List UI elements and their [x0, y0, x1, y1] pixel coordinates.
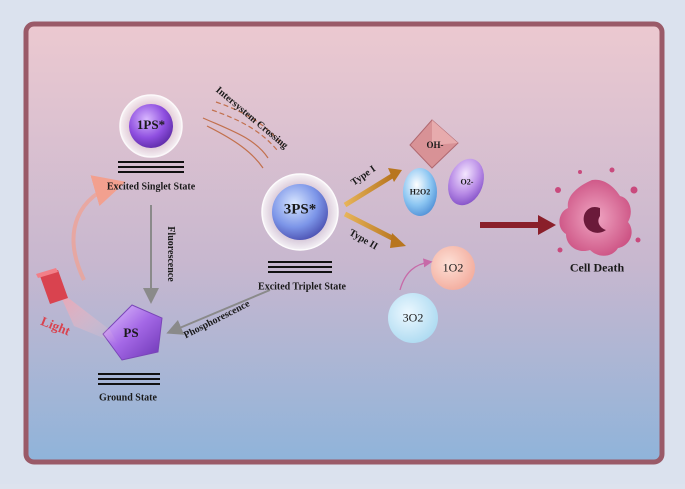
- type1-arrowhead: [388, 168, 402, 182]
- triplet-particle-label: 3PS*: [283, 201, 317, 218]
- oxygen-conversion-arrow: [399, 258, 433, 291]
- phosphorescence-arrow: [166, 289, 271, 335]
- singlet-state-label: Excited Singlet State: [106, 181, 196, 193]
- cell-death-label: Cell Death: [569, 260, 625, 275]
- type2-arrow: [343, 211, 398, 243]
- singlet-particle: [119, 94, 183, 158]
- diagram-frame: [23, 21, 665, 465]
- singlet-oxygen-particle: [431, 246, 475, 290]
- triplet-oxygen-particle: [388, 293, 438, 343]
- singlet-oxygen-label: 1O2: [442, 260, 464, 275]
- o2-radical-particle: [448, 158, 484, 206]
- excitation-arrow: [71, 175, 126, 281]
- fluorescence-label: Fluorescence: [165, 226, 176, 282]
- ground-state-label: Ground State: [99, 392, 157, 404]
- type1-arrow: [343, 173, 394, 208]
- cell-death-arrowhead: [538, 215, 556, 235]
- oh-prism: [409, 119, 459, 169]
- singlet-particle-label: 1PS*: [136, 117, 166, 132]
- oh-label: OH-: [426, 140, 444, 150]
- light-source: [36, 268, 118, 344]
- triplet-state-label: Excited Triplet State: [258, 281, 346, 293]
- singlet-energy-lines: [118, 161, 184, 173]
- triplet-energy-lines: [268, 261, 332, 273]
- h2o2-label: H2O2: [409, 187, 431, 197]
- triplet-oxygen-label: 3O2: [402, 310, 424, 325]
- h2o2-particle: [403, 168, 437, 216]
- o2-radical-label: O2-: [460, 177, 474, 187]
- triplet-particle: [261, 173, 339, 251]
- type2-arrowhead: [390, 233, 406, 248]
- ground-energy-lines: [98, 373, 160, 385]
- intersystem-crossing-lines: [202, 101, 284, 169]
- dead-cell: [555, 167, 641, 256]
- ground-particle-label: PS: [123, 325, 139, 340]
